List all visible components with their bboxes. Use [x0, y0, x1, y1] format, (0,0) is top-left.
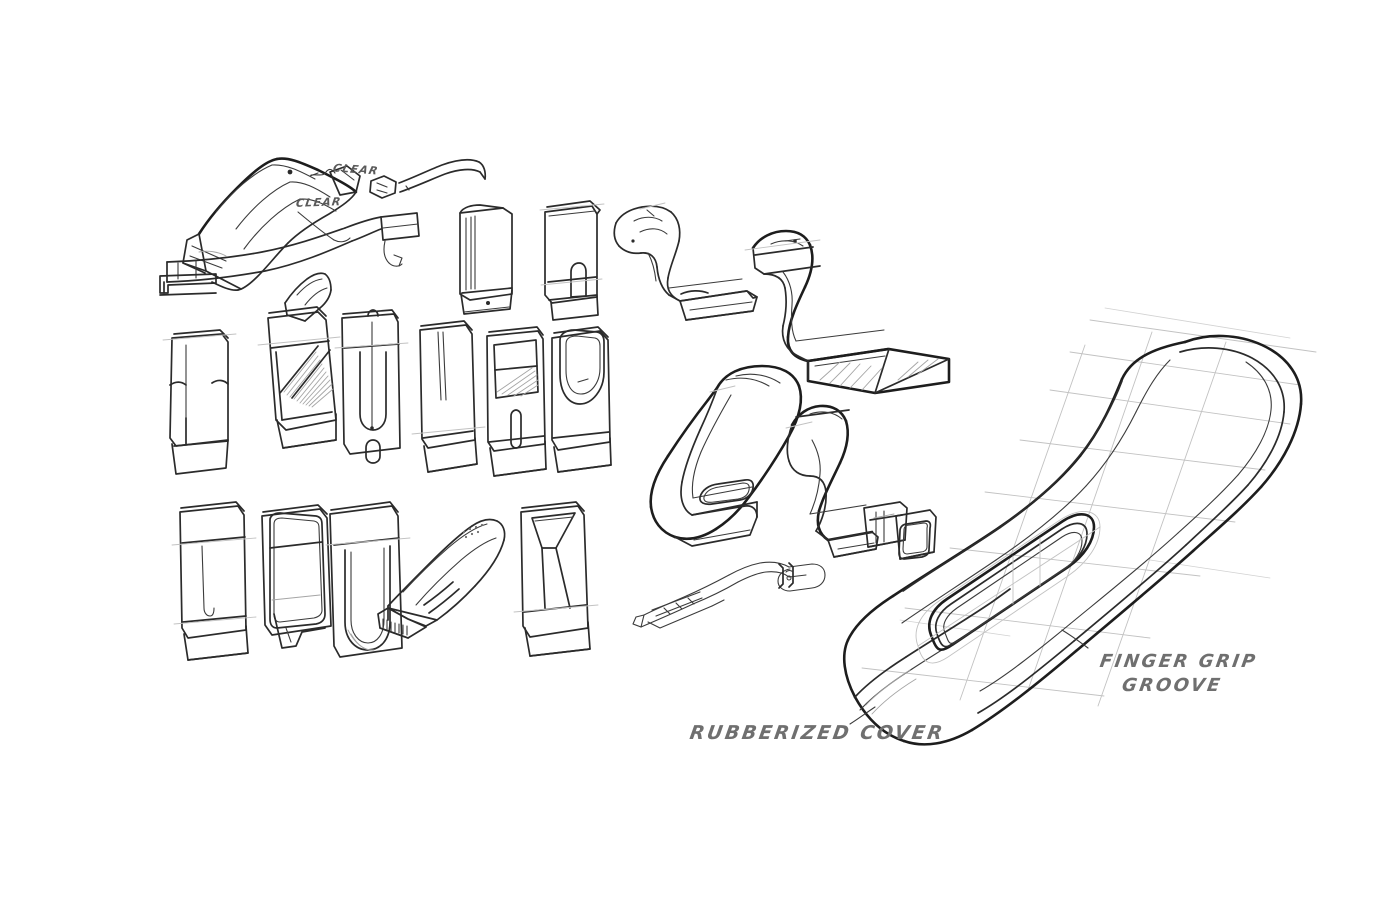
annotation-rubberized-cover: RUBBERIZED COVER — [688, 722, 947, 744]
sketch-hero-render — [842, 307, 1317, 746]
annotation-clear-lower: CLEAR — [295, 195, 343, 210]
thumbnail-row-1 — [459, 200, 605, 321]
sketch-section-detail — [632, 561, 826, 629]
sketch-top-left-perspective — [159, 157, 487, 322]
leader-rubberized-cover — [849, 706, 876, 725]
annotation-finger-grip-groove-line1: FINGER GRIP — [1098, 651, 1259, 672]
thumbnail-row-2 — [162, 306, 612, 477]
thumbnail-row-3 — [171, 501, 599, 661]
sketch-perspective-pair-upper — [613, 202, 951, 395]
sketch-perspective-pair-lower — [649, 364, 937, 560]
annotation-finger-grip-groove-line2: GROOVE — [1120, 675, 1224, 696]
annotation-finger-grip-groove: FINGER GRIP GROOVE — [1094, 650, 1259, 698]
